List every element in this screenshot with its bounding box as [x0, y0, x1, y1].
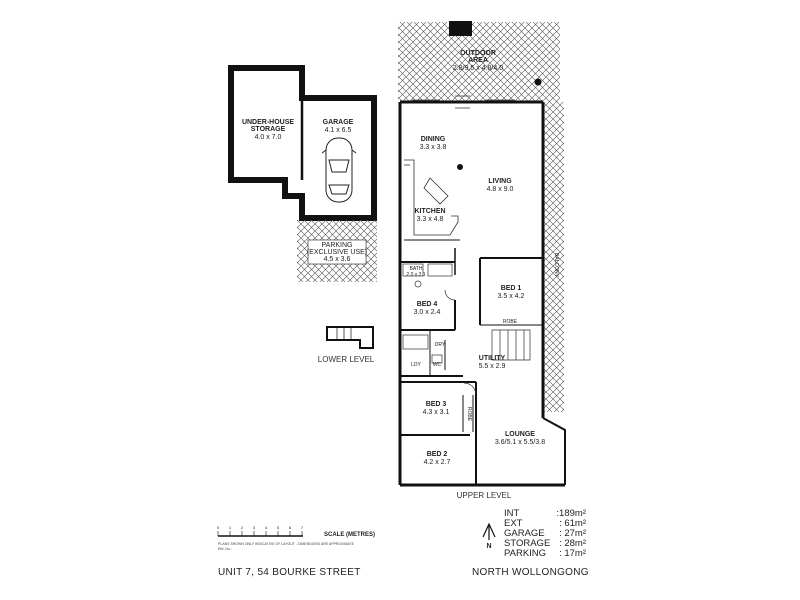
balcony-deck [544, 102, 564, 412]
parking-label-bg [307, 239, 367, 265]
lounge-dim: 3.6/5.1 x 5.5/3.8 [495, 439, 545, 446]
svg-text:1: 1 [229, 525, 232, 530]
parking-name: PARKING [322, 242, 353, 249]
parking-name-2: (EXCLUSIVE USE) [307, 249, 367, 256]
scale-ticks: 0 1 2 3 4 5 6 7 [217, 525, 304, 530]
kitchen-dim: 3.3 x 4.8 [417, 216, 444, 223]
svg-text:6: 6 [289, 525, 292, 530]
bed4-name: BED 4 [417, 301, 438, 308]
svg-text:4: 4 [265, 525, 268, 530]
kitchen-benches [404, 159, 463, 236]
garage-name: GARAGE [323, 119, 354, 126]
area-row: INT:189m² [504, 508, 586, 519]
svg-text:2: 2 [241, 525, 244, 530]
outdoor-post [534, 78, 542, 86]
area-summary: INT:189m² EXT: 61m² GARAGE: 27m² STORAGE… [504, 509, 586, 559]
bed4-dim: 3.0 x 2.4 [414, 309, 441, 316]
upper-level-walls [398, 100, 566, 487]
bed2-name: BED 2 [427, 451, 448, 458]
ref-number: Ref. No.: [218, 547, 232, 551]
wc-label: WC [433, 362, 442, 368]
internal-stairs [491, 329, 531, 361]
dining-name: DINING [421, 136, 446, 143]
svg-text:3: 3 [253, 525, 256, 530]
lounge-name: LOUNGE [505, 431, 535, 438]
utility-name: UTILITY [479, 355, 506, 362]
bed2-dim: 4.2 x 2.7 [424, 459, 451, 466]
area-row: STORAGE: 28m² [504, 538, 586, 549]
north-label: N [486, 543, 491, 550]
lower-level-stair-icon [326, 326, 374, 349]
scale-label: SCALE (METRES) [324, 532, 375, 538]
suburb: NORTH WOLLONGONG [472, 567, 589, 578]
openings [412, 95, 515, 396]
outdoor-area-dim: 2.8/9.5 x 4.8/4.0 [453, 65, 503, 72]
robe-label-2: ROBE [466, 407, 472, 422]
bed3-name: BED 3 [426, 401, 447, 408]
area-row: PARKING: 17m² [504, 548, 586, 559]
parking-dim: 4.5 x 3.6 [324, 256, 351, 263]
disclaimer: PLANS SHOWN ONLY INDICATIVE OF LAYOUT - … [218, 542, 408, 552]
svg-text:0: 0 [217, 525, 220, 530]
living-name: LIVING [488, 178, 512, 185]
ldy-label: LDY [411, 362, 421, 368]
garage-dim: 4.1 x 6.5 [325, 127, 352, 134]
upper-level-label: UPPER LEVEL [457, 491, 512, 500]
outdoor-area-name: OUTDOOR [460, 50, 496, 57]
lower-level-walls [228, 65, 377, 221]
bed3-dim: 4.3 x 3.1 [423, 409, 450, 416]
balcony-label: BALCONY [553, 253, 559, 278]
svg-text:5: 5 [277, 525, 280, 530]
address: UNIT 7, 54 BOURKE STREET [218, 567, 361, 578]
disclaimer-text: PLANS SHOWN ONLY INDICATIVE OF LAYOUT - … [218, 542, 354, 546]
area-row: GARAGE: 27m² [504, 528, 586, 539]
outdoor-area-name-2: AREA [468, 57, 488, 64]
robe-label: ROBE [503, 319, 518, 325]
outdoor-area-deck [398, 22, 560, 102]
utility-dim: 5.5 x 2.9 [479, 363, 506, 370]
svg-text:7: 7 [301, 525, 304, 530]
chimney-block [449, 21, 472, 36]
scale-bar [217, 531, 303, 537]
kitchen-name: KITCHEN [414, 208, 445, 215]
bath-name: BATH [410, 266, 423, 272]
area-row: EXT: 61m² [504, 518, 586, 529]
bed1-name: BED 1 [501, 285, 522, 292]
car-icon [321, 137, 357, 203]
storage-name-2: STORAGE [251, 126, 286, 133]
dining-dim: 3.3 x 3.8 [420, 144, 447, 151]
dry-label: DRY [435, 342, 446, 348]
storage-name: UNDER-HOUSE [242, 119, 294, 126]
bath-fixtures [402, 263, 453, 364]
bath-dim: 2.0 x 2.1 [406, 272, 425, 278]
north-arrow-icon [482, 522, 496, 540]
living-dim: 4.8 x 9.0 [487, 186, 514, 193]
storage-dim: 4.0 x 7.0 [255, 134, 282, 141]
lower-level-label: LOWER LEVEL [318, 355, 375, 364]
bed1-dim: 3.5 x 4.2 [498, 293, 525, 300]
